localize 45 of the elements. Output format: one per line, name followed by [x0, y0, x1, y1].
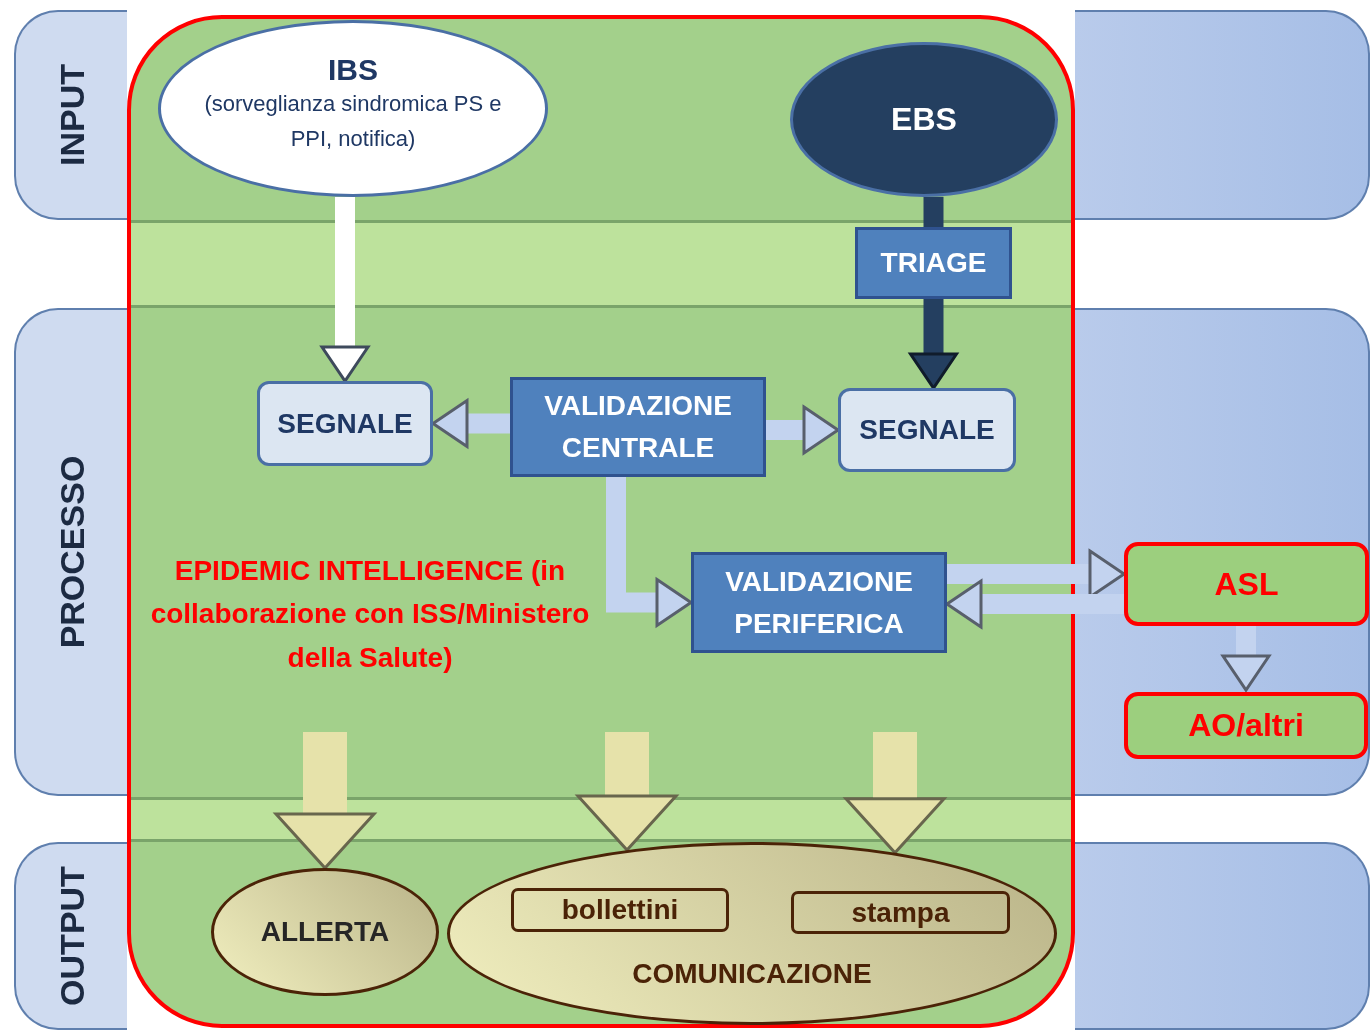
section-band: [14, 842, 127, 1030]
section-band: [14, 308, 127, 796]
node-label: SEGNALE: [277, 407, 413, 440]
section-band: [1075, 842, 1370, 1030]
signal-box: [257, 381, 433, 466]
arrow: [274, 732, 376, 870]
tag-box: [511, 888, 729, 932]
arrow: [431, 399, 510, 448]
node-label: ALLERTA: [260, 916, 390, 948]
band-label: INPUT: [52, 64, 92, 166]
node-label: SEGNALE: [859, 414, 995, 446]
process-box: [855, 227, 1012, 299]
arrow: [1221, 624, 1271, 692]
node-label: VALIDAZIONE PERIFERICA: [724, 564, 914, 641]
node-label: EBS: [891, 101, 957, 138]
arrow: [766, 405, 840, 455]
arrow: [909, 299, 958, 390]
container-panel: [127, 15, 1075, 1028]
section-band: [1075, 10, 1370, 220]
organization-box: [1124, 692, 1368, 759]
node-label: ASL: [1214, 565, 1279, 603]
arrow: [606, 477, 693, 627]
signal-box: [838, 388, 1016, 472]
node-label: AO/altri: [1188, 707, 1304, 744]
arrow: [320, 196, 370, 383]
node-label: bollettini: [561, 894, 679, 926]
band-label: OUTPUT: [52, 866, 92, 1006]
process-box: [510, 377, 766, 477]
connector-line: [923, 196, 944, 227]
organization-box: [1124, 542, 1369, 626]
node-label: TRIAGE: [880, 247, 987, 279]
node-subtitle: (sorveglianza sindromica PS e PPI, notifica): [203, 90, 503, 153]
node-label: stampa: [851, 896, 950, 929]
section-band: [1075, 308, 1370, 796]
arrow: [945, 579, 1124, 629]
arrow: [844, 732, 946, 855]
process-box: [691, 552, 947, 653]
section-band: [14, 10, 127, 220]
node-label: VALIDAZIONE CENTRALE: [543, 389, 733, 465]
tag-box: [791, 891, 1010, 934]
node-label: IBS: [328, 53, 378, 88]
band-label: PROCESSO: [52, 455, 92, 649]
node-label: COMUNICAZIONE: [631, 958, 873, 990]
arrow: [576, 732, 678, 852]
panel-heading: EPIDEMIC INTELLIGENCE (in collaborazione con ISS/Ministero della Salute): [149, 554, 591, 675]
